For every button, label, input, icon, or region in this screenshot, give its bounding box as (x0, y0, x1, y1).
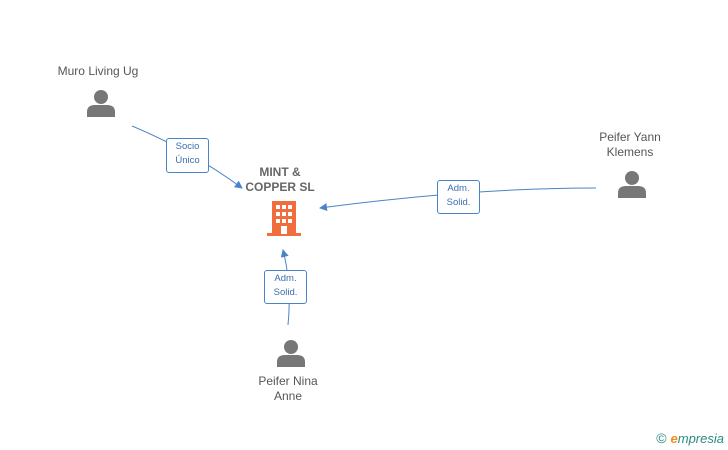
person-icon (618, 171, 646, 198)
relation-label-yann[interactable]: Adm. Solid. (437, 180, 480, 214)
person-name-line1: Peifer Yann (599, 130, 661, 144)
person-name-line2: Anne (273, 389, 303, 403)
relation-label-line2: Único (175, 155, 200, 166)
relation-label-muro[interactable]: Socio Único (166, 138, 209, 173)
brand-initial: e (670, 431, 678, 446)
person-name: Peifer Yann Klemens (572, 130, 688, 160)
person-name-line1: Peifer Nina (258, 374, 318, 388)
company-name-line2: COPPER SL (245, 180, 315, 194)
building-icon (267, 201, 301, 236)
person-name: Peifer Nina Anne (230, 374, 346, 404)
person-icon (277, 340, 305, 367)
relation-label-line2: Solid. (273, 287, 298, 298)
relation-label-line1: Socio (175, 141, 200, 152)
brand-name: mpresia (677, 431, 724, 446)
relation-label-line2: Solid. (446, 197, 471, 208)
person-name-line1: Muro Living Ug (57, 64, 139, 78)
person-name-line2: Klemens (606, 145, 654, 159)
relation-label-line1: Adm. (274, 273, 297, 284)
company-name: MINT & COPPER SL (225, 165, 335, 195)
person-icon (87, 90, 115, 117)
company-name-line1: MINT & (259, 165, 301, 179)
copyright-symbol: © (656, 430, 667, 446)
person-name: Muro Living Ug (40, 64, 156, 79)
relation-label-line1: Adm. (447, 183, 470, 194)
brand-watermark: ©empresia (656, 430, 724, 446)
relation-label-nina[interactable]: Adm. Solid. (264, 270, 307, 304)
